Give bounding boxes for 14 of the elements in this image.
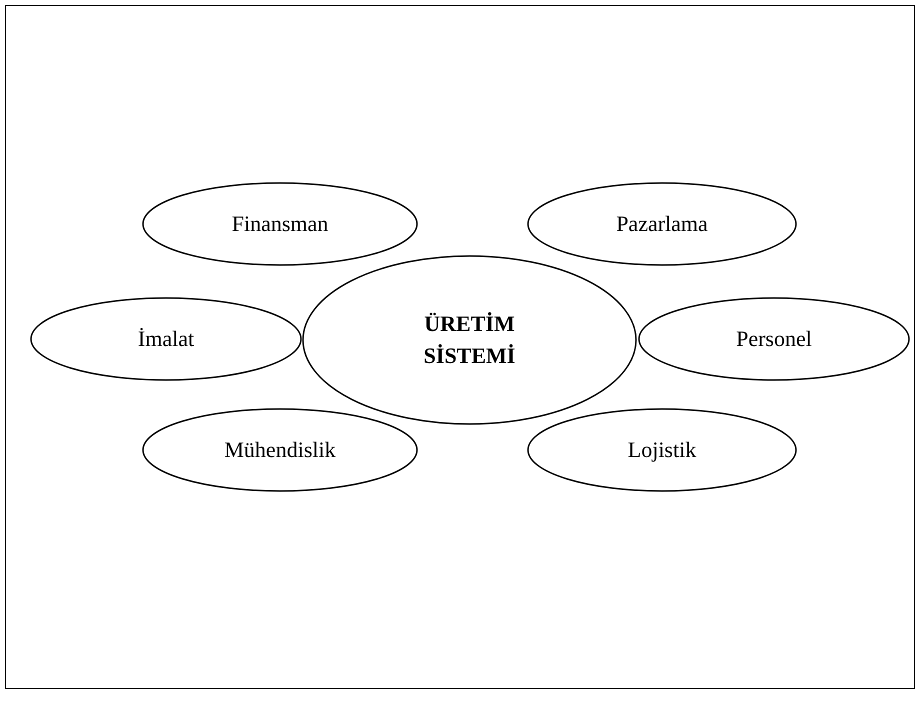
ellipse-node bbox=[527, 182, 797, 266]
node-label: Lojistik bbox=[628, 437, 696, 463]
node-label: İmalat bbox=[138, 326, 194, 352]
ellipse-node bbox=[638, 297, 910, 381]
ellipse-node bbox=[30, 297, 302, 381]
ellipse-node bbox=[142, 182, 418, 266]
node-label: Finansman bbox=[232, 211, 328, 237]
node-label: Pazarlama bbox=[616, 211, 708, 237]
node-label: ÜRETİM SİSTEMİ bbox=[422, 310, 516, 370]
ellipse-node bbox=[527, 408, 797, 492]
ellipse-node bbox=[302, 255, 637, 425]
node-label: Mühendislik bbox=[224, 437, 336, 463]
node-label: Personel bbox=[736, 326, 812, 352]
ellipse-node bbox=[142, 408, 418, 492]
